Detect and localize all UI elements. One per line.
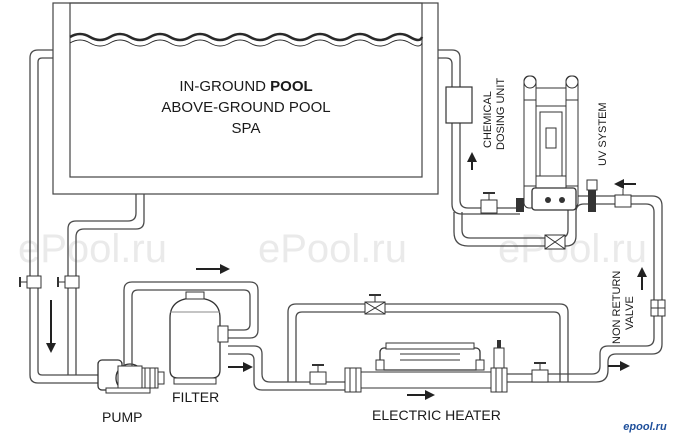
pool-basin — [52, 2, 439, 195]
flow-arrow-up-dosing — [467, 152, 477, 170]
heater-outlet-valve — [531, 362, 549, 383]
sand-filter — [169, 291, 229, 385]
electric-heater — [344, 340, 508, 393]
flow-arrow-right-top — [196, 264, 230, 274]
pool-label-line2: ABOVE-GROUND POOL — [161, 99, 330, 116]
valve-suction-2 — [57, 275, 80, 289]
uv-system-label: UV SYSTEM — [597, 102, 609, 166]
chemical-dosing-unit — [445, 86, 473, 124]
watermark-right: ePool.ru — [498, 227, 647, 271]
heater-bypass-pipe — [287, 303, 569, 382]
uv-bypass-valve — [544, 234, 566, 250]
dosing-label-1: CHEMICAL — [482, 91, 494, 148]
valve-suction-1 — [19, 275, 42, 289]
heater-label: ELECTRIC HEATER — [372, 407, 501, 423]
water-surface — [69, 32, 424, 42]
non-return-valve-label-1: NON RETURN — [611, 271, 623, 344]
brand-logo-text: epool.ru — [623, 421, 667, 433]
flow-arrow-right-heater — [407, 390, 435, 400]
main-drain-pipe — [67, 194, 145, 375]
uv-system — [516, 75, 598, 212]
flow-arrow-right-filter — [228, 362, 253, 372]
water-surface-inner — [69, 39, 423, 47]
return-valve — [480, 192, 498, 214]
filter-label: FILTER — [172, 389, 219, 405]
uv-inlet-valve — [614, 189, 632, 208]
filter-to-heater-pipe — [228, 345, 345, 391]
heater-inlet-valve — [309, 364, 327, 385]
pump — [97, 359, 165, 394]
flow-arrow-down — [46, 300, 56, 353]
non-return-valve — [650, 299, 666, 317]
non-return-valve-label-2: VALVE — [624, 296, 636, 330]
flow-arrow-left-uv — [614, 179, 636, 189]
pool-label-line1: IN-GROUND POOL — [179, 78, 312, 95]
pool-label-line3: SPA — [232, 120, 261, 137]
pump-to-filter-pipe — [123, 281, 259, 366]
pump-label: PUMP — [102, 409, 142, 425]
flow-arrow-up-right — [637, 267, 647, 290]
dosing-label-2: DOSING UNIT — [495, 78, 507, 150]
heater-to-return-pipe — [507, 195, 663, 383]
return-pipe — [438, 49, 520, 215]
bypass-valve — [364, 294, 386, 315]
flow-arrow-right-outlet — [608, 361, 630, 371]
watermark-center: ePool.ru — [258, 227, 407, 271]
suction-pipe — [29, 49, 100, 384]
watermark-left: ePool.ru — [18, 227, 167, 271]
